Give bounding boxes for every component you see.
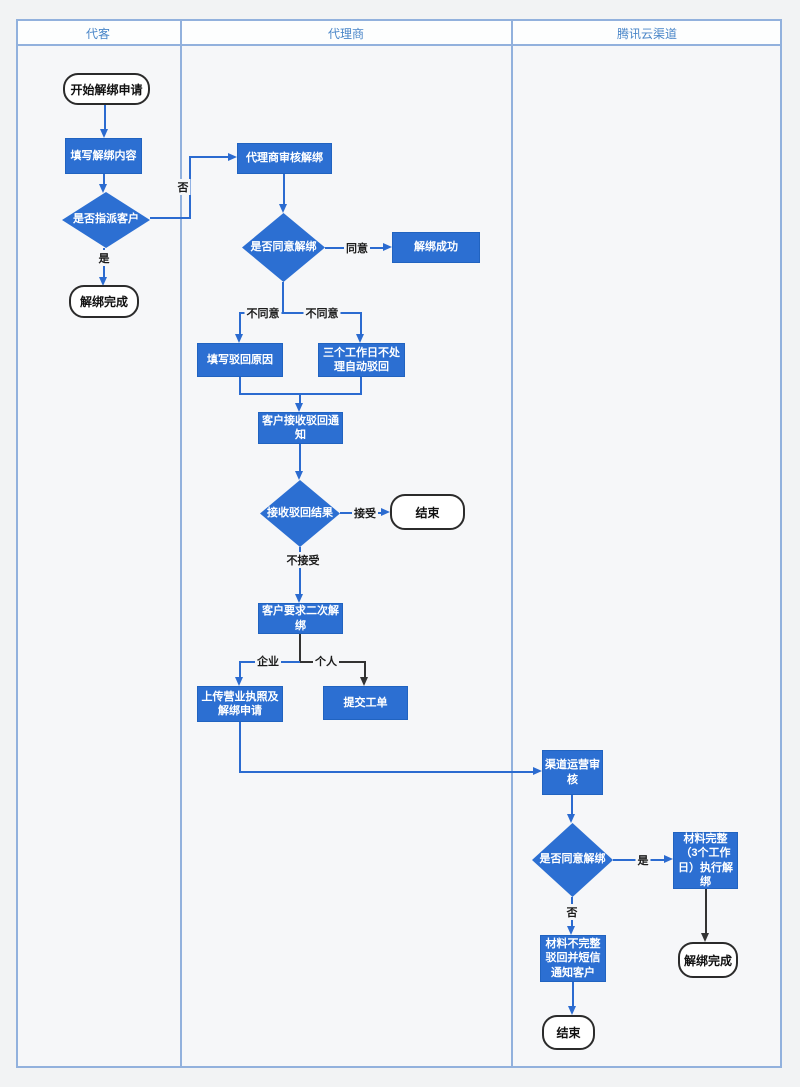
arrowhead <box>567 926 575 935</box>
arrowhead <box>664 855 673 863</box>
edge-split-v <box>299 634 301 662</box>
terminator-end-channel: 结束 <box>542 1015 595 1050</box>
arrowhead <box>228 153 237 161</box>
lane-divider-2 <box>511 19 513 1068</box>
edge-merge-r <box>360 377 362 395</box>
edge-label-yes: 是 <box>96 250 112 266</box>
process-agent-review: 代理商审核解绑 <box>237 143 332 174</box>
process-material-incomplete: 材料不完整驳回并短信通知客户 <box>540 935 606 982</box>
arrowhead <box>295 594 303 603</box>
node-label: 客户要求二次解绑 <box>262 605 339 632</box>
process-customer-receive-notice: 客户接收驳回通知 <box>258 412 343 444</box>
edge-label-agree: 同意 <box>344 240 370 256</box>
arrowhead <box>568 1006 576 1015</box>
node-label: 接收驳回结果 <box>267 506 333 519</box>
node-label: 是否同意解绑 <box>539 853 606 866</box>
process-upload-license: 上传营业执照及解绑申请 <box>197 686 283 722</box>
arrowhead <box>381 508 390 516</box>
arrowhead <box>533 767 542 775</box>
edge-start-fill <box>104 105 106 131</box>
process-fill-unbind-content: 填写解绑内容 <box>65 138 142 174</box>
edge-personal-v <box>364 662 366 678</box>
node-label: 代理商审核解绑 <box>246 152 323 165</box>
node-label: 上传营业执照及解绑申请 <box>201 690 279 717</box>
edge-label-disagree-right: 不同意 <box>303 305 341 321</box>
edge-label-no: 否 <box>175 179 191 195</box>
arrowhead <box>295 403 303 412</box>
terminator-end-agent: 结束 <box>390 494 465 530</box>
node-label: 渠道运营审核 <box>545 759 600 786</box>
node-label: 提交工单 <box>343 696 388 709</box>
arrowhead <box>99 277 107 286</box>
arrowhead <box>567 814 575 823</box>
edge-review-agree <box>283 174 285 206</box>
process-material-complete: 材料完整（3个工作日）执行解绑 <box>673 832 738 889</box>
edge-complete-done <box>705 889 707 934</box>
terminator-unbind-done-customer: 解绑完成 <box>69 285 139 318</box>
edge-notaccept <box>299 547 301 595</box>
lane-header-tencent-channel: 腾讯云渠道 <box>616 27 678 41</box>
arrowhead <box>360 677 368 686</box>
process-second-unbind-request: 客户要求二次解绑 <box>258 603 343 634</box>
process-auto-reject-3days: 三个工作日不处理自动驳回 <box>318 343 405 377</box>
edge-incomplete-end <box>572 982 574 1007</box>
node-label: 三个工作日不处理自动驳回 <box>323 346 400 373</box>
node-label: 解绑完成 <box>683 953 732 968</box>
node-label: 客户接收驳回通知 <box>262 414 339 441</box>
node-label: 是否同意解绑 <box>250 240 317 253</box>
arrowhead <box>279 204 287 213</box>
arrowhead <box>701 933 709 942</box>
edge-disagree-v <box>282 282 284 313</box>
terminator-start: 开始解绑申请 <box>63 73 150 105</box>
edge-label-personal: 个人 <box>313 653 339 669</box>
edge-label-not-accept: 不接受 <box>284 552 322 568</box>
process-unbind-success: 解绑成功 <box>392 232 480 263</box>
process-channel-review: 渠道运营审核 <box>542 750 603 795</box>
edge-label-disagree-left: 不同意 <box>244 305 282 321</box>
edge-label-no2: 否 <box>564 904 580 920</box>
edge-label-enterprise: 企业 <box>255 653 281 669</box>
arrowhead <box>356 334 364 343</box>
edge-label-accept: 接受 <box>352 505 378 521</box>
edge-merge-v <box>299 394 301 404</box>
edge-disagree-h <box>239 312 362 314</box>
arrowhead <box>235 334 243 343</box>
edge-enterprise-v <box>239 662 241 678</box>
edge-no-h1 <box>150 217 191 219</box>
terminator-unbind-done-channel: 解绑完成 <box>678 942 738 978</box>
node-label: 结束 <box>556 1026 581 1040</box>
arrowhead <box>99 184 107 193</box>
edge-merge-l <box>239 377 241 395</box>
process-submit-ticket: 提交工单 <box>323 686 408 720</box>
edge-no-h2 <box>189 156 229 158</box>
edge-upload-h <box>239 771 533 773</box>
arrowhead <box>295 471 303 480</box>
arrowhead <box>235 677 243 686</box>
edge-fill-assign <box>103 174 105 185</box>
node-label: 材料完整（3个工作日）执行解绑 <box>678 832 733 888</box>
edge-label-yes2: 是 <box>635 852 651 868</box>
lane-header-agent: 代理商 <box>327 27 365 41</box>
edge-notice-result <box>299 444 301 472</box>
lane-header-row <box>16 19 782 46</box>
lane-divider-1 <box>180 19 182 1068</box>
node-label: 结束 <box>415 505 440 520</box>
arrowhead <box>383 243 392 251</box>
edge-upload-v <box>239 722 241 773</box>
node-label: 填写解绑内容 <box>70 149 137 162</box>
node-label: 解绑完成 <box>79 295 128 309</box>
edge-chanreview-agree <box>571 795 573 815</box>
arrowhead <box>100 129 108 138</box>
lane-header-customer: 代客 <box>85 27 111 41</box>
node-label: 填写驳回原因 <box>207 353 273 366</box>
node-label: 是否指派客户 <box>73 213 139 226</box>
lane-background <box>16 46 782 1068</box>
node-label: 解绑成功 <box>414 241 458 254</box>
node-label: 开始解绑申请 <box>70 82 143 97</box>
edge-disagree-right <box>360 313 362 335</box>
edge-disagree-left <box>239 313 241 335</box>
node-label: 材料不完整驳回并短信通知客户 <box>545 938 601 979</box>
process-fill-reject-reason: 填写驳回原因 <box>197 343 283 377</box>
